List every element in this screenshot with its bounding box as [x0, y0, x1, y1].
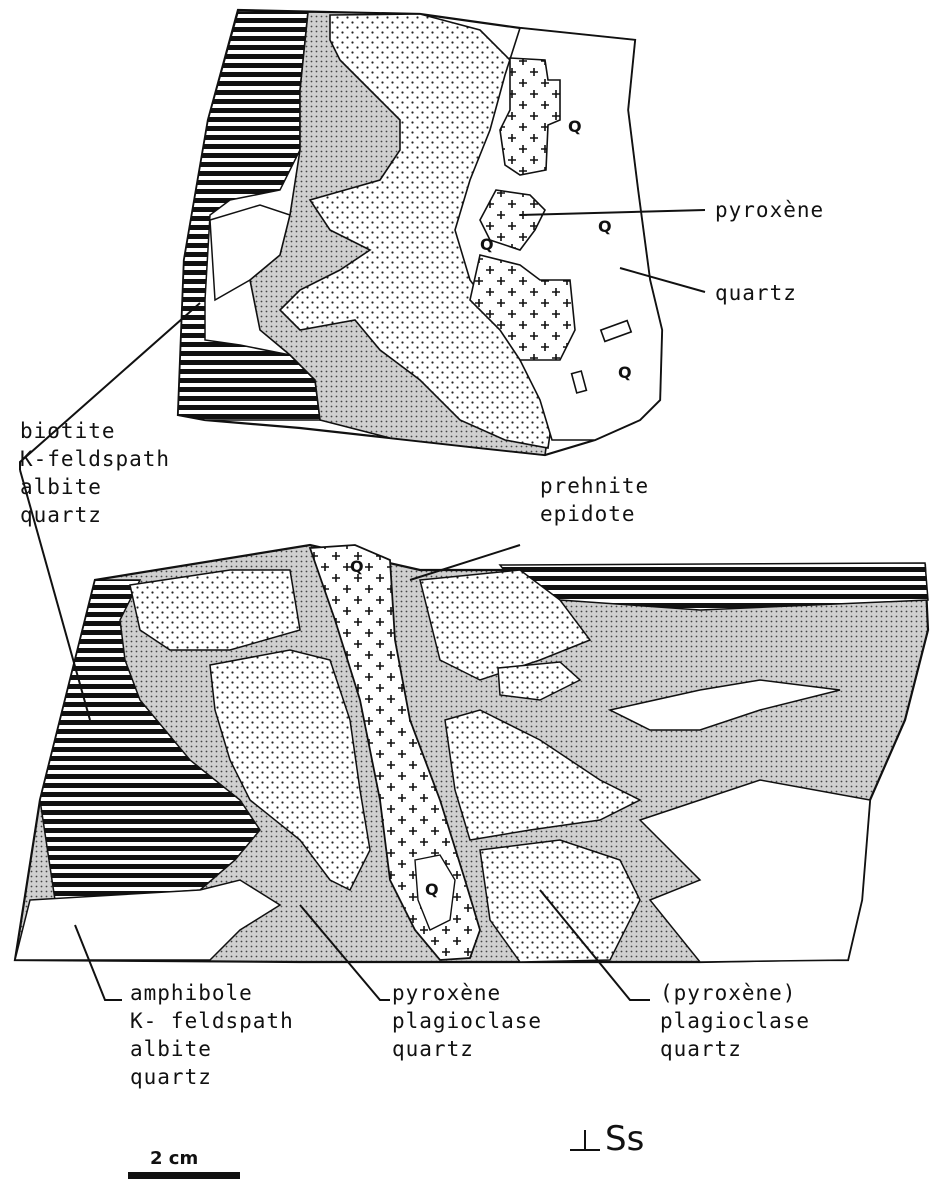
label-quartz: quartz	[715, 281, 797, 305]
label-quartz-upper: quartz	[20, 503, 102, 527]
scale-bar-line	[128, 1172, 240, 1179]
label-pyroxene-lower: pyroxène	[392, 981, 501, 1005]
label-kfeldspath: K-feldspath	[20, 447, 170, 471]
label-quartz-right: quartz	[660, 1037, 742, 1061]
quartz-marker: Q	[568, 117, 582, 136]
quartz-marker: Q	[618, 363, 632, 382]
orientation-mark: Ss	[570, 1119, 644, 1159]
orientation-label: Ss	[605, 1119, 644, 1159]
quartz-marker: Q	[350, 557, 364, 576]
label-pyroxene: pyroxène	[715, 198, 824, 222]
lower-light-stipple-top	[130, 570, 300, 650]
leader-biotite	[20, 303, 200, 470]
label-epidote: epidote	[540, 502, 636, 526]
label-albite-lower: albite	[130, 1037, 212, 1061]
label-pyroxene-paren: (pyroxène)	[660, 981, 796, 1005]
label-plagioclase-right: plagioclase	[660, 1009, 810, 1033]
label-quartz-mid: quartz	[392, 1037, 474, 1061]
lower-sample: Q Q	[15, 545, 928, 962]
upper-sample: Q Q Q Q	[178, 10, 662, 455]
label-amphibole: amphibole	[130, 981, 253, 1005]
quartz-marker: Q	[425, 880, 439, 899]
scale-bar: 2 cm	[128, 1148, 240, 1179]
label-quartz-lower: quartz	[130, 1065, 212, 1089]
label-prehnite: prehnite	[540, 474, 649, 498]
label-kfeldspath-lower: K- feldspath	[130, 1009, 294, 1033]
perpendicular-icon	[570, 1130, 600, 1150]
label-albite: albite	[20, 475, 102, 499]
quartz-marker: Q	[598, 217, 612, 236]
label-biotite: biotite	[20, 419, 116, 443]
quartz-marker: Q	[480, 235, 494, 254]
scale-bar-label: 2 cm	[150, 1148, 198, 1169]
label-plagioclase-mid: plagioclase	[392, 1009, 542, 1033]
